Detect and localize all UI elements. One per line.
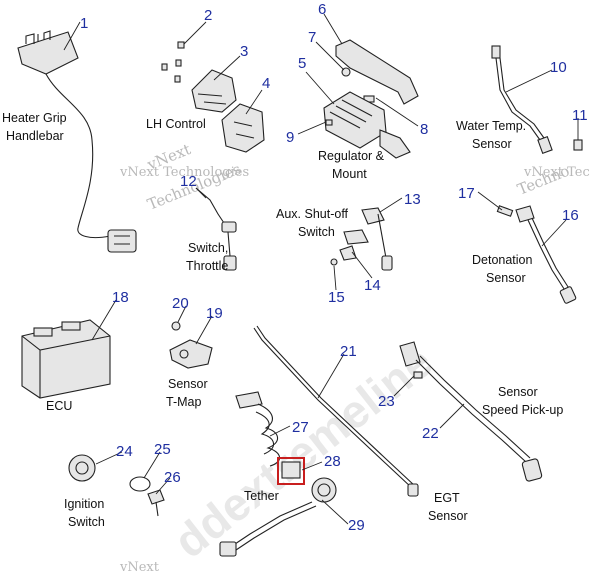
callout-18: 18 (112, 289, 129, 306)
label-regulator-2: Mount (332, 167, 367, 181)
label-sensor-tmap-1: Sensor (168, 377, 208, 391)
leader-lines (63, 13, 579, 525)
callout-28: 28 (324, 453, 341, 470)
regulator-part (323, 39, 419, 159)
callout-5: 5 (298, 55, 306, 72)
label-switch-throttle-1: Switch, (188, 241, 228, 255)
label-ignition-1: Ignition (64, 497, 104, 511)
water-temp-sensor-part (491, 45, 583, 154)
detonation-sensor-part (496, 205, 577, 304)
lh-control-part (161, 41, 265, 153)
callout-3: 3 (240, 43, 248, 60)
heater-grip-part (17, 30, 137, 253)
aux-shutoff-part (330, 207, 393, 271)
callout-11: 11 (572, 107, 588, 124)
callout-26: 26 (164, 469, 181, 486)
watermark-vnext-tech-2: vNext Tech (523, 165, 590, 180)
part-labels: Heater Grip Handlebar LH Control Regulat… (2, 111, 563, 529)
label-aux-shutoff-2: Switch (298, 225, 335, 239)
watermark-vnext-tech-1: vNext Technologies (119, 165, 249, 180)
callout-23: 23 (378, 393, 395, 410)
label-aux-shutoff-1: Aux. Shut-off (276, 207, 349, 221)
highlight-box (277, 457, 305, 485)
egt-sensor-part (253, 325, 419, 497)
callout-4: 4 (262, 75, 270, 92)
callout-8: 8 (420, 121, 428, 138)
callout-10: 10 (550, 59, 567, 76)
label-heater-grip-1: Heater Grip (2, 111, 67, 125)
label-egt-2: Sensor (428, 509, 468, 523)
callout-27: 27 (292, 419, 309, 436)
callout-9: 9 (286, 129, 294, 146)
label-heater-grip-2: Handlebar (6, 129, 64, 143)
speed-sensor-part (399, 341, 543, 482)
callout-15: 15 (328, 289, 345, 306)
callout-24: 24 (116, 443, 133, 460)
callout-numbers: 1 2 3 4 5 6 7 8 9 10 11 12 13 14 15 16 1… (80, 1, 588, 534)
callout-1: 1 (80, 15, 88, 32)
ecu-part (21, 319, 111, 399)
callout-12: 12 (180, 173, 197, 190)
ignition-switch-part (68, 454, 165, 517)
callout-25: 25 (154, 441, 171, 458)
callout-7: 7 (308, 29, 316, 46)
label-tether: Tether (244, 489, 279, 503)
label-sensor-speed-1: Sensor (498, 385, 538, 399)
watermark-vnext-2: vNext (119, 560, 160, 571)
callout-21: 21 (340, 343, 357, 360)
callout-19: 19 (206, 305, 223, 322)
label-detonation-2: Sensor (486, 271, 526, 285)
label-detonation-1: Detonation (472, 253, 533, 267)
label-ecu: ECU (46, 399, 72, 413)
callout-6: 6 (318, 1, 326, 18)
label-sensor-tmap-2: T-Map (166, 395, 201, 409)
label-water-temp-1: Water Temp. (456, 119, 526, 133)
watermark-ddextremeline: ddextremeline (164, 335, 442, 568)
label-regulator-1: Regulator & (318, 149, 385, 163)
label-lh-control: LH Control (146, 117, 206, 131)
callout-16: 16 (562, 207, 579, 224)
label-water-temp-2: Sensor (472, 137, 512, 151)
label-switch-throttle-2: Throttle (186, 259, 228, 273)
label-sensor-speed-2: Speed Pick-up (482, 403, 563, 417)
tmap-sensor-part (169, 321, 213, 369)
callout-2: 2 (204, 7, 212, 24)
callout-20: 20 (172, 295, 189, 312)
callout-14: 14 (364, 277, 381, 294)
label-ignition-2: Switch (68, 515, 105, 529)
callout-22: 22 (422, 425, 439, 442)
throttle-switch-part (195, 187, 237, 271)
callout-29: 29 (348, 517, 365, 534)
callout-17: 17 (458, 185, 475, 202)
callout-13: 13 (404, 191, 421, 208)
label-egt-1: EGT (434, 491, 460, 505)
